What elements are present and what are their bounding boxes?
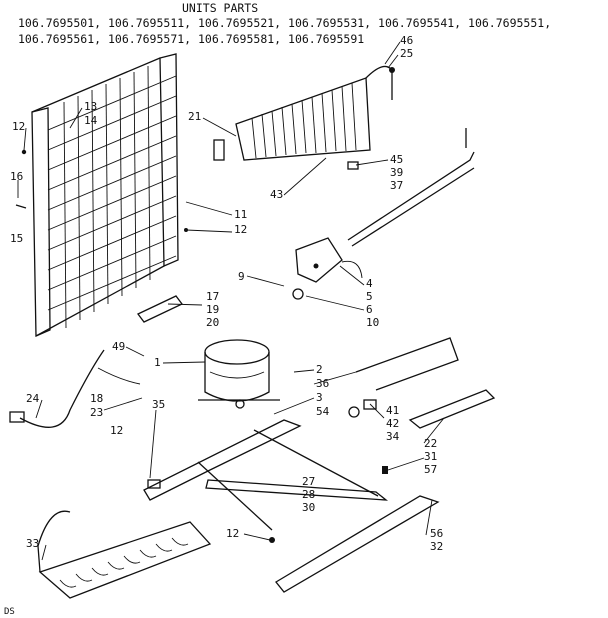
callout-5: 5 <box>366 290 373 303</box>
evaporator-grid-illustration <box>15 53 188 337</box>
footer-code: DS <box>4 607 15 617</box>
callout-23: 23 <box>90 406 103 419</box>
callout-1: 1 <box>154 356 161 369</box>
callout-25: 25 <box>400 47 413 60</box>
relay-overload-illustration <box>292 237 363 300</box>
callout-39: 39 <box>390 166 403 179</box>
callout-3: 3 <box>316 391 323 404</box>
callout-6: 6 <box>366 303 373 316</box>
lower-condenser-illustration <box>37 510 212 599</box>
callout-32: 32 <box>430 540 443 553</box>
callout-36: 36 <box>316 377 329 390</box>
callout-41: 41 <box>386 404 399 417</box>
callout-leader-lines <box>17 41 445 561</box>
callout-30: 30 <box>302 501 315 514</box>
model-list-line-1: 106.7695501, 106.7695511, 106.7695521, 1… <box>18 16 551 30</box>
condenser-coil-illustration <box>213 65 395 161</box>
diagram-title: UNITS PARTS <box>182 1 258 15</box>
callout-21: 21 <box>188 110 201 123</box>
callout-14: 14 <box>84 114 98 127</box>
base-frame-illustration <box>143 419 440 593</box>
callout-19: 19 <box>206 303 219 316</box>
callout-16: 16 <box>10 170 23 183</box>
callout-17: 17 <box>206 290 219 303</box>
callout-49: 49 <box>112 340 125 353</box>
callout-labels: 46 25 13 14 21 12 16 15 11 12 45 39 37 4… <box>10 34 443 553</box>
callout-33: 33 <box>26 537 39 550</box>
callout-43: 43 <box>270 188 283 201</box>
callout-46: 46 <box>400 34 413 47</box>
callout-54: 54 <box>316 405 330 418</box>
callout-56: 56 <box>430 527 443 540</box>
model-list-line-2: 106.7695561, 106.7695571, 106.7695581, 1… <box>18 32 364 46</box>
callout-31: 31 <box>424 450 437 463</box>
callout-10: 10 <box>366 316 379 329</box>
callout-11: 11 <box>234 208 247 221</box>
callout-15: 15 <box>10 232 23 245</box>
callout-12-base: 12 <box>226 527 239 540</box>
callout-13: 13 <box>84 100 97 113</box>
callout-27: 27 <box>302 475 315 488</box>
callout-4: 4 <box>366 277 373 290</box>
callout-34: 34 <box>386 430 400 443</box>
callout-18: 18 <box>90 392 103 405</box>
callout-12-cord: 12 <box>110 424 123 437</box>
callout-42: 42 <box>386 417 399 430</box>
callout-57: 57 <box>424 463 437 476</box>
callout-9: 9 <box>238 270 245 283</box>
misc-hardware-illustration <box>269 337 496 543</box>
callout-12-top: 12 <box>12 120 25 133</box>
power-cord-illustration <box>9 349 141 428</box>
callout-37: 37 <box>390 179 403 192</box>
callout-24: 24 <box>26 392 40 405</box>
callout-45: 45 <box>390 153 403 166</box>
drain-tube-illustration <box>347 128 475 247</box>
callout-20: 20 <box>206 316 219 329</box>
callout-2: 2 <box>316 363 323 376</box>
callout-35: 35 <box>152 398 165 411</box>
callout-22: 22 <box>424 437 437 450</box>
callout-12-grid: 12 <box>234 223 247 236</box>
callout-28: 28 <box>302 488 315 501</box>
